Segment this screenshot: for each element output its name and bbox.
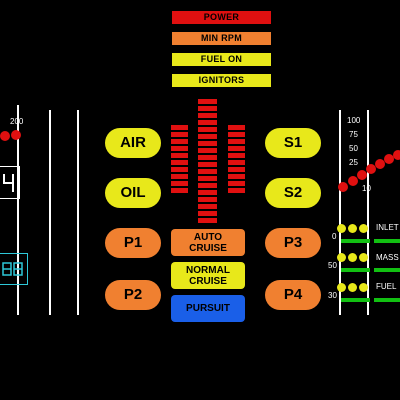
sensor-light [337, 253, 346, 262]
voice-bar-segment [198, 106, 217, 111]
voice-bar-segment [198, 99, 217, 104]
voice-bar-segment [228, 132, 245, 137]
voice-bar-segment [228, 174, 245, 179]
voice-bar-segment [171, 188, 188, 193]
voice-bar-segment [228, 139, 245, 144]
voice-bar-segment [198, 190, 217, 195]
sensor-bar [341, 268, 370, 272]
sensor-light [348, 283, 357, 292]
min-rpm-light: MIN RPM [172, 32, 271, 45]
voice-bar-segment [198, 162, 217, 167]
right-gauge-tick: 50 [349, 144, 358, 153]
voice-bar-segment [171, 125, 188, 130]
rpm-dot [384, 154, 394, 164]
power-light: POWER [172, 11, 271, 24]
voice-bar-segment [171, 146, 188, 151]
right-divider-line [339, 110, 341, 315]
p1-button[interactable]: P1 [105, 228, 161, 258]
voice-bar-segment [198, 141, 217, 146]
voice-bar-segment [198, 197, 217, 202]
rpm-dot [348, 176, 358, 186]
voice-bar-segment [198, 183, 217, 188]
voice-bar-segment [198, 113, 217, 118]
voice-bar-segment [171, 139, 188, 144]
voice-bar-segment [171, 181, 188, 186]
inlet-scale: 0 [332, 232, 337, 241]
voice-bar-segment [198, 176, 217, 181]
fuel-label: FUEL [376, 282, 397, 291]
sensor-bar [374, 298, 400, 302]
segment-readout [0, 253, 28, 285]
s2-button[interactable]: S2 [265, 178, 321, 208]
voice-bar-segment [171, 160, 188, 165]
mass-scale: 50 [328, 261, 337, 270]
voice-bar-segment [198, 204, 217, 209]
left-divider-line [49, 110, 51, 315]
right-gauge-tick: 75 [349, 130, 358, 139]
left-divider-line [77, 110, 79, 315]
air-button[interactable]: AIR [105, 128, 161, 158]
voice-bar-segment [228, 160, 245, 165]
voice-bar-segment [228, 153, 245, 158]
p2-button[interactable]: P2 [105, 280, 161, 310]
voice-bar-segment [228, 167, 245, 172]
sensor-light [359, 224, 368, 233]
left-gauge-dot [0, 131, 10, 141]
voice-bar-segment [228, 188, 245, 193]
sensor-bar [374, 268, 400, 272]
rpm-dot [357, 170, 367, 180]
rpm-dot [393, 150, 400, 160]
s1-button[interactable]: S1 [265, 128, 321, 158]
voice-bar-segment [198, 218, 217, 223]
voice-bar-segment [198, 211, 217, 216]
voice-bar-segment [171, 132, 188, 137]
sensor-light [337, 224, 346, 233]
voice-bar-segment [171, 174, 188, 179]
sensor-light [348, 224, 357, 233]
right-gauge-tick: 100 [347, 116, 361, 125]
right-gauge-tick: 10 [362, 184, 371, 193]
sensor-bar [341, 239, 370, 243]
sensor-light [359, 253, 368, 262]
oil-button[interactable]: OIL [105, 178, 161, 208]
inlet-label: INLET [376, 223, 399, 232]
p3-button[interactable]: P3 [265, 228, 321, 258]
mass-label: MASS [376, 253, 399, 262]
voice-bar-segment [198, 148, 217, 153]
sensor-light [359, 283, 368, 292]
p4-button[interactable]: P4 [265, 280, 321, 310]
left-gauge-line [17, 105, 19, 315]
left-gauge-tick: 200 [10, 117, 24, 126]
voice-bar-segment [228, 125, 245, 130]
right-gauge-line [367, 110, 369, 315]
voice-bar-segment [198, 134, 217, 139]
normal-cruise-button[interactable]: NORMAL CRUISE [171, 262, 245, 289]
left-gauge-dot [11, 130, 21, 140]
digital-readout [0, 166, 20, 199]
voice-bar-segment [228, 146, 245, 151]
fuel-on-light: FUEL ON [172, 53, 271, 66]
voice-bar-segment [171, 167, 188, 172]
sensor-bar [374, 239, 400, 243]
voice-bar-segment [198, 120, 217, 125]
sensor-bar [341, 298, 370, 302]
auto-cruise-button[interactable]: AUTO CRUISE [171, 229, 245, 256]
rpm-dot [366, 164, 376, 174]
rpm-dot [338, 182, 348, 192]
right-gauge-tick: 25 [349, 158, 358, 167]
rpm-dot [375, 159, 385, 169]
voice-bar-segment [198, 169, 217, 174]
voice-bar-segment [198, 155, 217, 160]
pursuit-button[interactable]: PURSUIT [171, 295, 245, 322]
ignitors-light: IGNITORS [172, 74, 271, 87]
voice-bar-segment [171, 153, 188, 158]
voice-bar-segment [228, 181, 245, 186]
sensor-light [337, 283, 346, 292]
fuel-scale: 30 [328, 291, 337, 300]
sensor-light [348, 253, 357, 262]
voice-bar-segment [198, 127, 217, 132]
